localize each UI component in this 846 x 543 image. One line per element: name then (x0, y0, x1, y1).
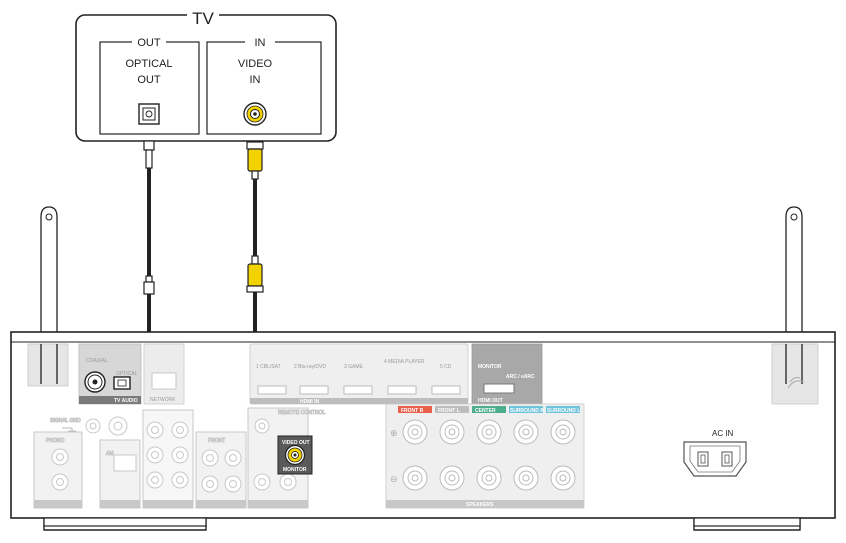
ac-inlet: AC IN (683, 429, 747, 477)
network-label: NETWORK (150, 397, 176, 403)
tv-optical-label-1: OPTICAL (125, 58, 172, 70)
svg-text:⊖: ⊖ (390, 474, 398, 484)
network-port: NETWORK (143, 343, 185, 405)
hdmi-out-block: MONITOR ARC / eARC HDMI OUT (471, 343, 543, 405)
video-out-monitor-jack: VIDEO OUT MONITOR (277, 435, 313, 475)
hdmi-out-label: HDMI OUT (478, 398, 503, 404)
pre-out-label: PRE OUT (206, 502, 228, 508)
hdmi-in-3: 3 GAME (344, 364, 364, 370)
antenna-right (785, 206, 803, 345)
tv-optical-port (138, 103, 160, 125)
video-label: VIDEO (258, 502, 274, 508)
speaker-surround-l: SURROUND L (547, 408, 580, 414)
hdmi-out-monitor: MONITOR (478, 364, 502, 370)
speaker-front-l: FRONT L (438, 408, 460, 414)
tv-title: TV (192, 9, 214, 28)
hdmi-out-arc: ARC / eARC (506, 374, 535, 380)
receiver-optical-port (113, 376, 131, 390)
tv-optical-label-2: OUT (137, 74, 161, 86)
audio-in-label: AUDIO IN (40, 502, 63, 508)
phono-label: PHONO (46, 438, 64, 444)
ac-in-label: AC IN (712, 429, 734, 438)
monitor-label: MONITOR (283, 467, 307, 473)
hdmi-in-5: 5 CD (440, 364, 452, 370)
receiver-rear-panel: COAXIAL OPTICAL TV AUDIO NETWORK 1 CBL/S… (10, 331, 836, 531)
hdmi-in-1: 1 CBL/SAT (256, 364, 281, 370)
tv-in-label: IN (255, 37, 266, 49)
tv-video-in-jack (243, 102, 267, 126)
front-label: FRONT (208, 438, 225, 444)
remote-control-label: REMOTE CONTROL (278, 410, 325, 416)
tv-in-group: IN VIDEO IN (206, 34, 322, 135)
speaker-center: CENTER (475, 408, 496, 414)
hdmi-in-4: 4 MEDIA PLAYER (384, 359, 425, 365)
optical-label: OPTICAL (116, 371, 138, 377)
video-out-label: VIDEO OUT (282, 440, 310, 446)
analog-inputs: SIGNAL GND PHONO AUDIO IN AM ANTENNA (33, 407, 326, 509)
coaxial-label: COAXIAL (86, 358, 108, 364)
tv-out-group: OUT OPTICAL OUT (99, 34, 200, 135)
speaker-terminals: FRONT R FRONT L CENTER SURROUND R SURROU… (385, 403, 585, 509)
hdmi-in-label: HDMI IN (300, 399, 320, 405)
tv-unit: TV OUT OPTICAL OUT IN VIDEO IN (75, 7, 337, 142)
speaker-front-r: FRONT R (401, 408, 424, 414)
svg-text:⊕: ⊕ (390, 428, 398, 438)
speakers-label: SPEAKERS (466, 502, 494, 508)
speaker-surround-r: SURROUND R (510, 408, 544, 414)
hdmi-in-2: 2 Blu-ray/DVD (294, 364, 326, 370)
tv-out-label: OUT (137, 37, 161, 49)
tv-audio-label: TV AUDIO (114, 398, 138, 404)
tv-video-label-1: VIDEO (238, 58, 273, 70)
tv-video-label-2: IN (250, 74, 261, 86)
signal-gnd-label: SIGNAL GND (50, 418, 81, 424)
digital-audio-panel: COAXIAL OPTICAL TV AUDIO (78, 343, 142, 405)
antenna-label: ANTENNA (104, 502, 129, 508)
hdmi-in-block: 1 CBL/SAT 2 Blu-ray/DVD 3 GAME 4 MEDIA P… (249, 343, 469, 405)
am-label: AM (106, 451, 114, 457)
antenna-left (40, 206, 58, 345)
